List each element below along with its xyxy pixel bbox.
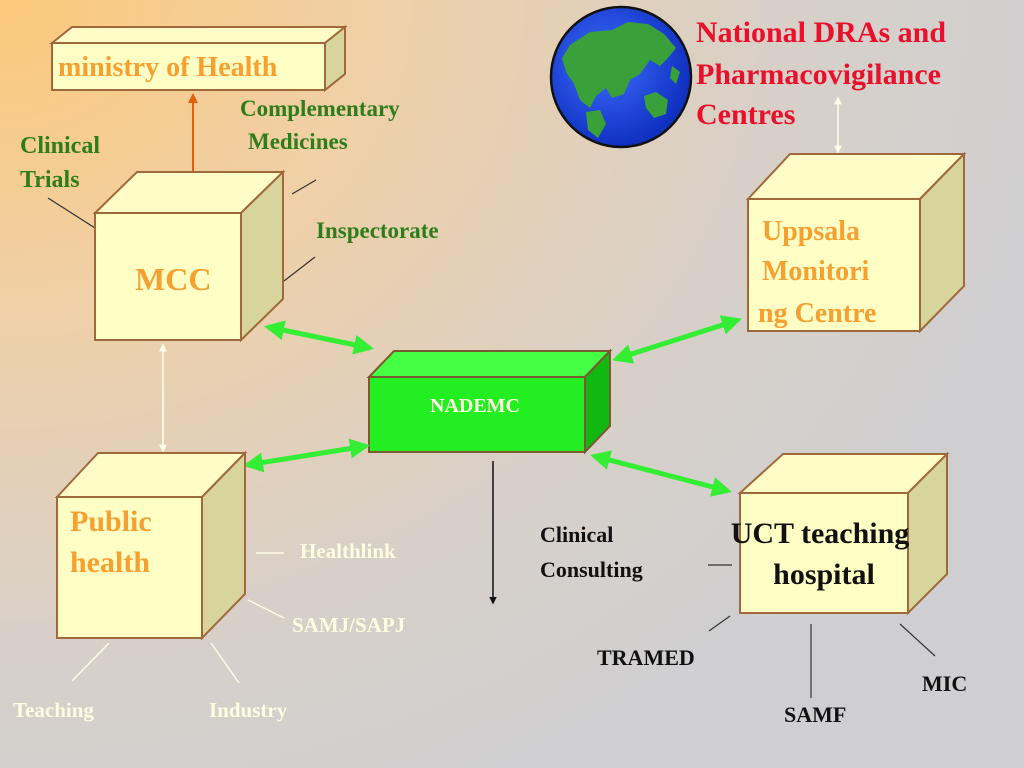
uppsala-box: Uppsala Monitori ng Centre <box>745 151 967 334</box>
nademc-uppsala-arrow <box>612 315 742 364</box>
complementary-line1: Complementary <box>240 96 400 121</box>
national-dras-line2: Pharmacovigilance <box>696 58 941 91</box>
nademc-label: NADEMC <box>430 395 520 417</box>
ministry-box: ministry of Health <box>49 24 348 93</box>
nademc-box: NADEMC <box>366 348 613 455</box>
samj-connector <box>247 599 285 619</box>
national-dras-line1: National DRAs and <box>696 16 946 49</box>
mcc-nademc-arrow <box>264 320 374 355</box>
samf-label: SAMF <box>784 702 846 727</box>
tramed-connector <box>708 615 731 632</box>
ministry-label: ministry of Health <box>58 52 278 83</box>
clinical-consulting-line1: Clinical <box>540 522 613 547</box>
mic-label: MIC <box>922 671 967 696</box>
mcc-label: MCC <box>135 261 211 297</box>
complementary-connector <box>291 179 317 195</box>
uppsala-line1: Uppsala <box>762 216 860 247</box>
uppsala-line3: ng Centre <box>758 298 876 329</box>
public-health-nademc-arrow <box>243 438 370 473</box>
healthlink-label: Healthlink <box>300 539 396 563</box>
globe-icon <box>549 5 693 149</box>
uct-line2: hospital <box>773 558 875 591</box>
clinical-consulting-line2: Consulting <box>540 557 643 582</box>
public-health-box: Public health <box>54 450 248 641</box>
industry-connector <box>210 642 240 684</box>
complementary-line2: Medicines <box>248 129 348 154</box>
public-health-line2: health <box>70 546 150 579</box>
public-health-line1: Public <box>70 505 152 538</box>
teaching-label: Teaching <box>13 698 94 722</box>
tramed-label: TRAMED <box>597 645 695 670</box>
samj-label: SAMJ/SAPJ <box>292 613 405 637</box>
clinical-trials-connector <box>47 197 96 229</box>
inspectorate-label: Inspectorate <box>316 218 439 243</box>
inspectorate-connector <box>283 256 316 282</box>
nademc-uct-arrow <box>590 450 732 497</box>
teaching-connector <box>71 642 110 682</box>
uct-line1: UCT teaching <box>731 517 910 550</box>
clinical-trials-line1: Clinical <box>20 133 100 159</box>
uct-box: UCT teaching hospital <box>731 451 950 616</box>
mic-connector <box>899 623 936 657</box>
national-dras-line3: Centres <box>696 98 795 131</box>
industry-label: Industry <box>209 698 288 722</box>
mcc-box: MCC <box>92 169 286 343</box>
uppsala-line2: Monitori <box>762 256 870 287</box>
clinical-trials-line2: Trials <box>20 167 80 193</box>
